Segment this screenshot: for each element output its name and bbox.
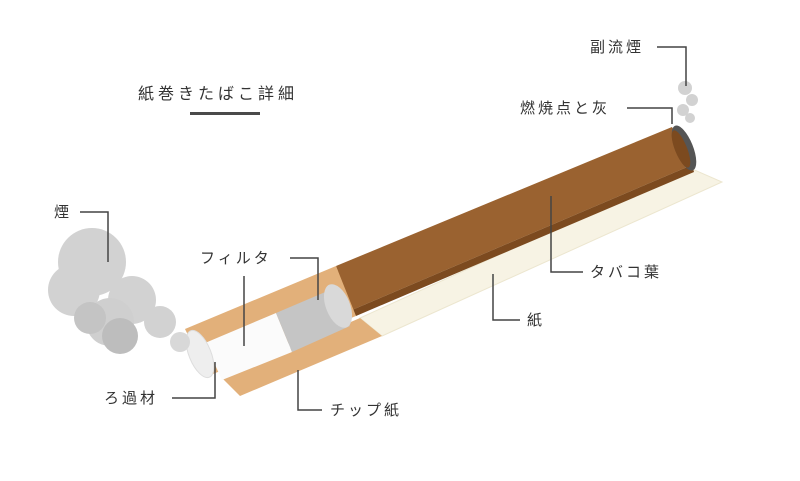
filter-white-section: [205, 313, 292, 380]
title-underline: [190, 112, 260, 115]
label-sidestream-smoke: 副流煙: [590, 38, 645, 56]
label-paper: 紙: [527, 311, 546, 329]
leader-tipping-paper: [297, 370, 322, 411]
tobacco-leaf-shade: [352, 165, 694, 316]
mainstream-smoke: [48, 228, 190, 354]
leader-filter-material: [172, 362, 216, 399]
label-burning-tip: 燃焼点と灰: [520, 99, 611, 117]
leader-paper: [492, 274, 520, 321]
label-filter-material: ろ過材: [104, 389, 159, 407]
leader-burning-tip: [627, 107, 673, 124]
tipping-paper-sheet: [222, 318, 382, 396]
leader-filter-tan: [290, 257, 319, 300]
label-tipping-paper: チップ紙: [330, 401, 403, 419]
leader-lines: [80, 46, 687, 411]
burning-tip-ember: [671, 130, 691, 168]
label-smoke: 煙: [54, 203, 73, 221]
label-tobacco-leaf: タバコ葉: [590, 263, 663, 281]
diagram-title: 紙巻きたばこ詳細: [138, 84, 299, 103]
sidestream-smoke: [677, 81, 698, 123]
leader-tobacco: [550, 196, 583, 273]
tobacco-leaf-fill: [336, 127, 692, 310]
label-filter: フィルタ: [200, 249, 272, 267]
leader-smoke: [80, 211, 109, 262]
mouth-end: [185, 329, 215, 379]
filter-grey-end: [323, 284, 353, 328]
leader-sidestream: [657, 46, 687, 86]
